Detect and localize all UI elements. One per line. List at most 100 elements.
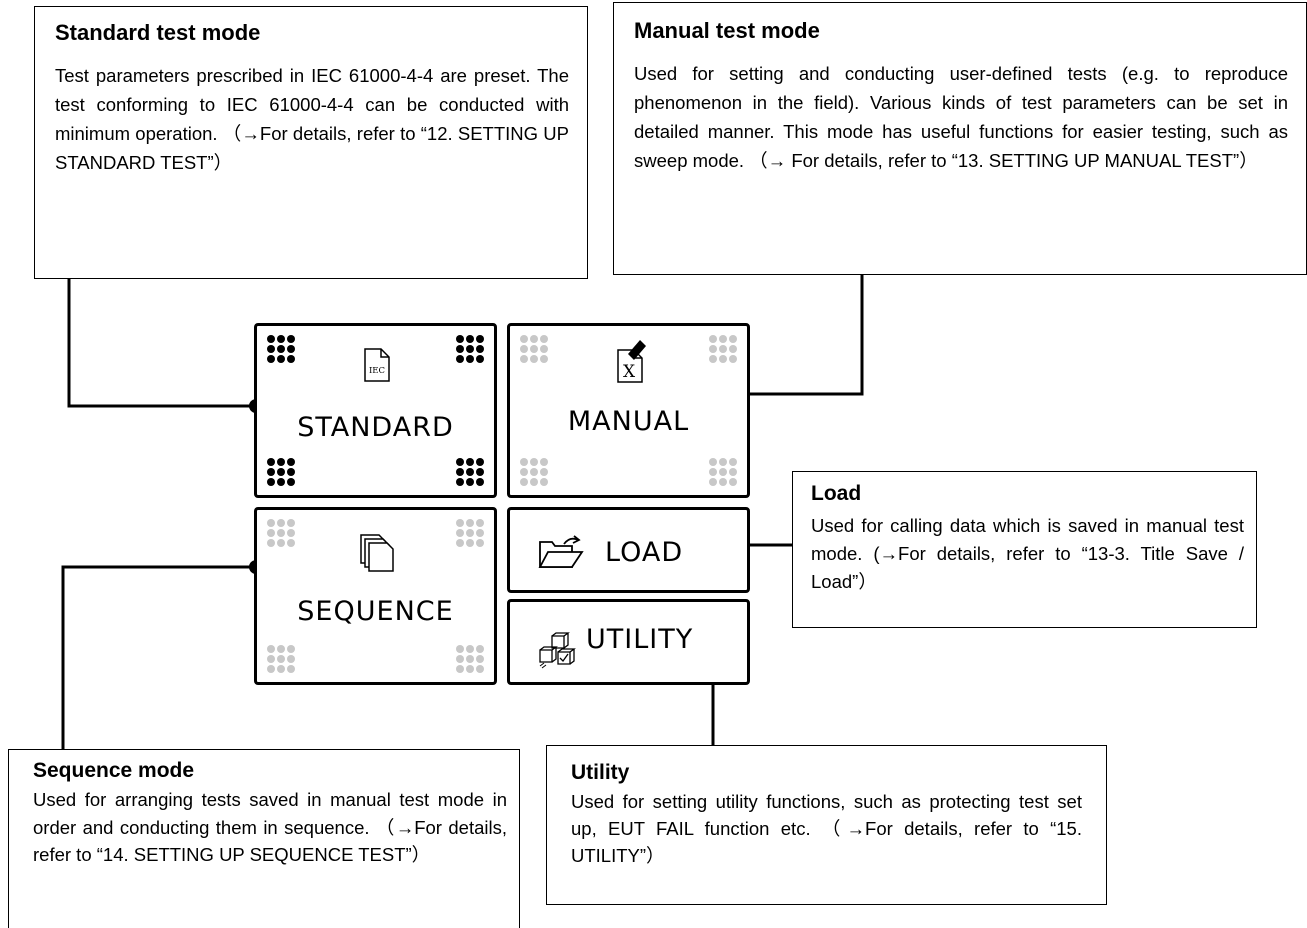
corner-dot — [277, 529, 285, 537]
corner-dot — [719, 478, 727, 486]
corner-dot — [520, 335, 528, 343]
corner-dot — [277, 335, 285, 343]
corner-dot — [719, 335, 727, 343]
callout-standard: Standard test mode Test parameters presc… — [34, 6, 588, 279]
corner-dot — [530, 478, 538, 486]
load-button-label: LOAD — [605, 537, 684, 568]
corner-dot — [277, 478, 285, 486]
standard-button[interactable]: IEC STANDARD — [254, 323, 497, 498]
corner-dot — [466, 335, 474, 343]
corner-dot — [466, 519, 474, 527]
corner-dot — [530, 345, 538, 353]
corner-dot — [277, 655, 285, 663]
connector-manual — [738, 275, 864, 396]
corner-dot — [466, 458, 474, 466]
corner-dot — [466, 645, 474, 653]
corner-dot — [476, 645, 484, 653]
callout-utility-title: Utility — [571, 761, 630, 784]
pencil-icon-text: X — [623, 362, 636, 382]
open-folder-icon — [538, 535, 584, 568]
corner-dot — [456, 355, 464, 363]
corner-dot — [729, 335, 737, 343]
manual-button-label: MANUAL — [567, 406, 690, 437]
corner-dot — [287, 655, 295, 663]
corner-dot — [267, 645, 275, 653]
corner-dot — [520, 345, 528, 353]
corner-dot — [476, 468, 484, 476]
callout-manual-title: Manual test mode — [634, 18, 820, 43]
corner-dot — [287, 519, 295, 527]
callout-load: Load Used for calling data which is save… — [792, 471, 1257, 628]
corner-dot — [267, 468, 275, 476]
utility-button-label: UTILITY — [586, 624, 694, 655]
corner-dot — [267, 345, 275, 353]
corner-dot — [709, 468, 717, 476]
callout-sequence: Sequence mode Used for arranging tests s… — [8, 749, 520, 928]
corner-dot — [287, 645, 295, 653]
corner-dot — [287, 539, 295, 547]
standard-button-label: STANDARD — [297, 412, 454, 443]
corner-dot — [267, 529, 275, 537]
callout-manual: Manual test mode Used for setting and co… — [613, 2, 1307, 275]
corner-dot — [719, 458, 727, 466]
corner-dot — [456, 529, 464, 537]
corner-dot — [287, 665, 295, 673]
corner-dot — [277, 645, 285, 653]
corner-dots-icon — [456, 645, 484, 673]
corner-dot — [709, 478, 717, 486]
corner-dot — [466, 345, 474, 353]
corner-dot — [540, 468, 548, 476]
callout-utility-body: Used for setting utility functions, such… — [571, 791, 1082, 866]
callout-load-body: Used for calling data which is saved in … — [811, 515, 1244, 592]
callout-manual-body: Used for setting and conducting user-def… — [634, 63, 1288, 171]
corner-dot — [540, 355, 548, 363]
corner-dot — [456, 458, 464, 466]
corner-dot — [287, 458, 295, 466]
corner-dot — [476, 539, 484, 547]
corner-dot — [267, 539, 275, 547]
load-button[interactable]: LOAD — [507, 507, 750, 593]
corner-dot — [709, 458, 717, 466]
corner-dot — [466, 529, 474, 537]
sequence-button[interactable]: SEQUENCE — [254, 507, 497, 685]
corner-dot — [267, 355, 275, 363]
callout-load-title: Load — [811, 482, 862, 505]
corner-dot — [729, 468, 737, 476]
corner-dot — [267, 655, 275, 663]
corner-dot — [267, 519, 275, 527]
corner-dot — [729, 345, 737, 353]
corner-dot — [277, 458, 285, 466]
corner-dots-icon — [456, 335, 484, 363]
corner-dot — [729, 355, 737, 363]
corner-dot — [456, 655, 464, 663]
corner-dot — [267, 458, 275, 466]
corner-dot — [520, 458, 528, 466]
corner-dot — [709, 345, 717, 353]
corner-dot — [267, 478, 275, 486]
corner-dot — [540, 478, 548, 486]
corner-dot — [476, 478, 484, 486]
corner-dot — [456, 539, 464, 547]
corner-dot — [277, 539, 285, 547]
callout-standard-body: Test parameters prescribed in IEC 61000-… — [55, 65, 569, 173]
pencil-document-icon: X — [617, 340, 646, 383]
corner-dots-icon — [709, 458, 737, 486]
corner-dot — [466, 478, 474, 486]
corner-dot — [287, 355, 295, 363]
corner-dots-icon — [520, 335, 548, 363]
sequence-button-label: SEQUENCE — [297, 596, 454, 627]
utility-button[interactable]: UTILITY — [507, 599, 750, 685]
corner-dot — [476, 345, 484, 353]
corner-dots-icon — [709, 335, 737, 363]
corner-dots-icon — [456, 519, 484, 547]
callout-standard-title: Standard test mode — [55, 20, 261, 45]
corner-dot — [476, 519, 484, 527]
corner-dots-icon — [267, 645, 295, 673]
corner-dot — [267, 335, 275, 343]
corner-dot — [476, 355, 484, 363]
manual-button[interactable]: X MANUAL — [507, 323, 750, 498]
corner-dot — [530, 335, 538, 343]
blocks-icon — [539, 632, 576, 669]
corner-dot — [476, 655, 484, 663]
corner-dot — [456, 345, 464, 353]
